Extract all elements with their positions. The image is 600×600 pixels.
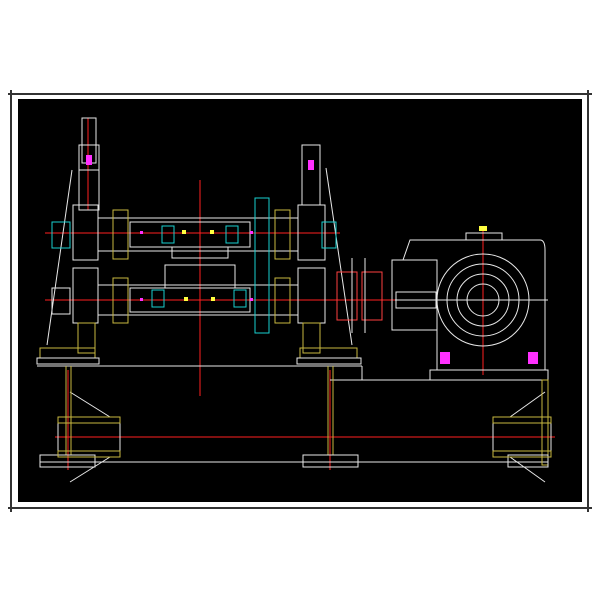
left-pulley [57, 416, 121, 458]
upper-roll [97, 209, 299, 260]
right-foot [507, 454, 549, 468]
right-roll-stand [296, 144, 362, 365]
gearbox [391, 232, 549, 381]
left-i-beam [39, 366, 96, 468]
paper-frame [8, 90, 592, 512]
shaft-coupling [336, 258, 383, 333]
key-markers [182, 226, 487, 301]
middle-i-beam [302, 366, 359, 468]
spur-gear [254, 197, 270, 334]
fastener-markers [86, 155, 538, 364]
right-pulley [492, 416, 552, 458]
